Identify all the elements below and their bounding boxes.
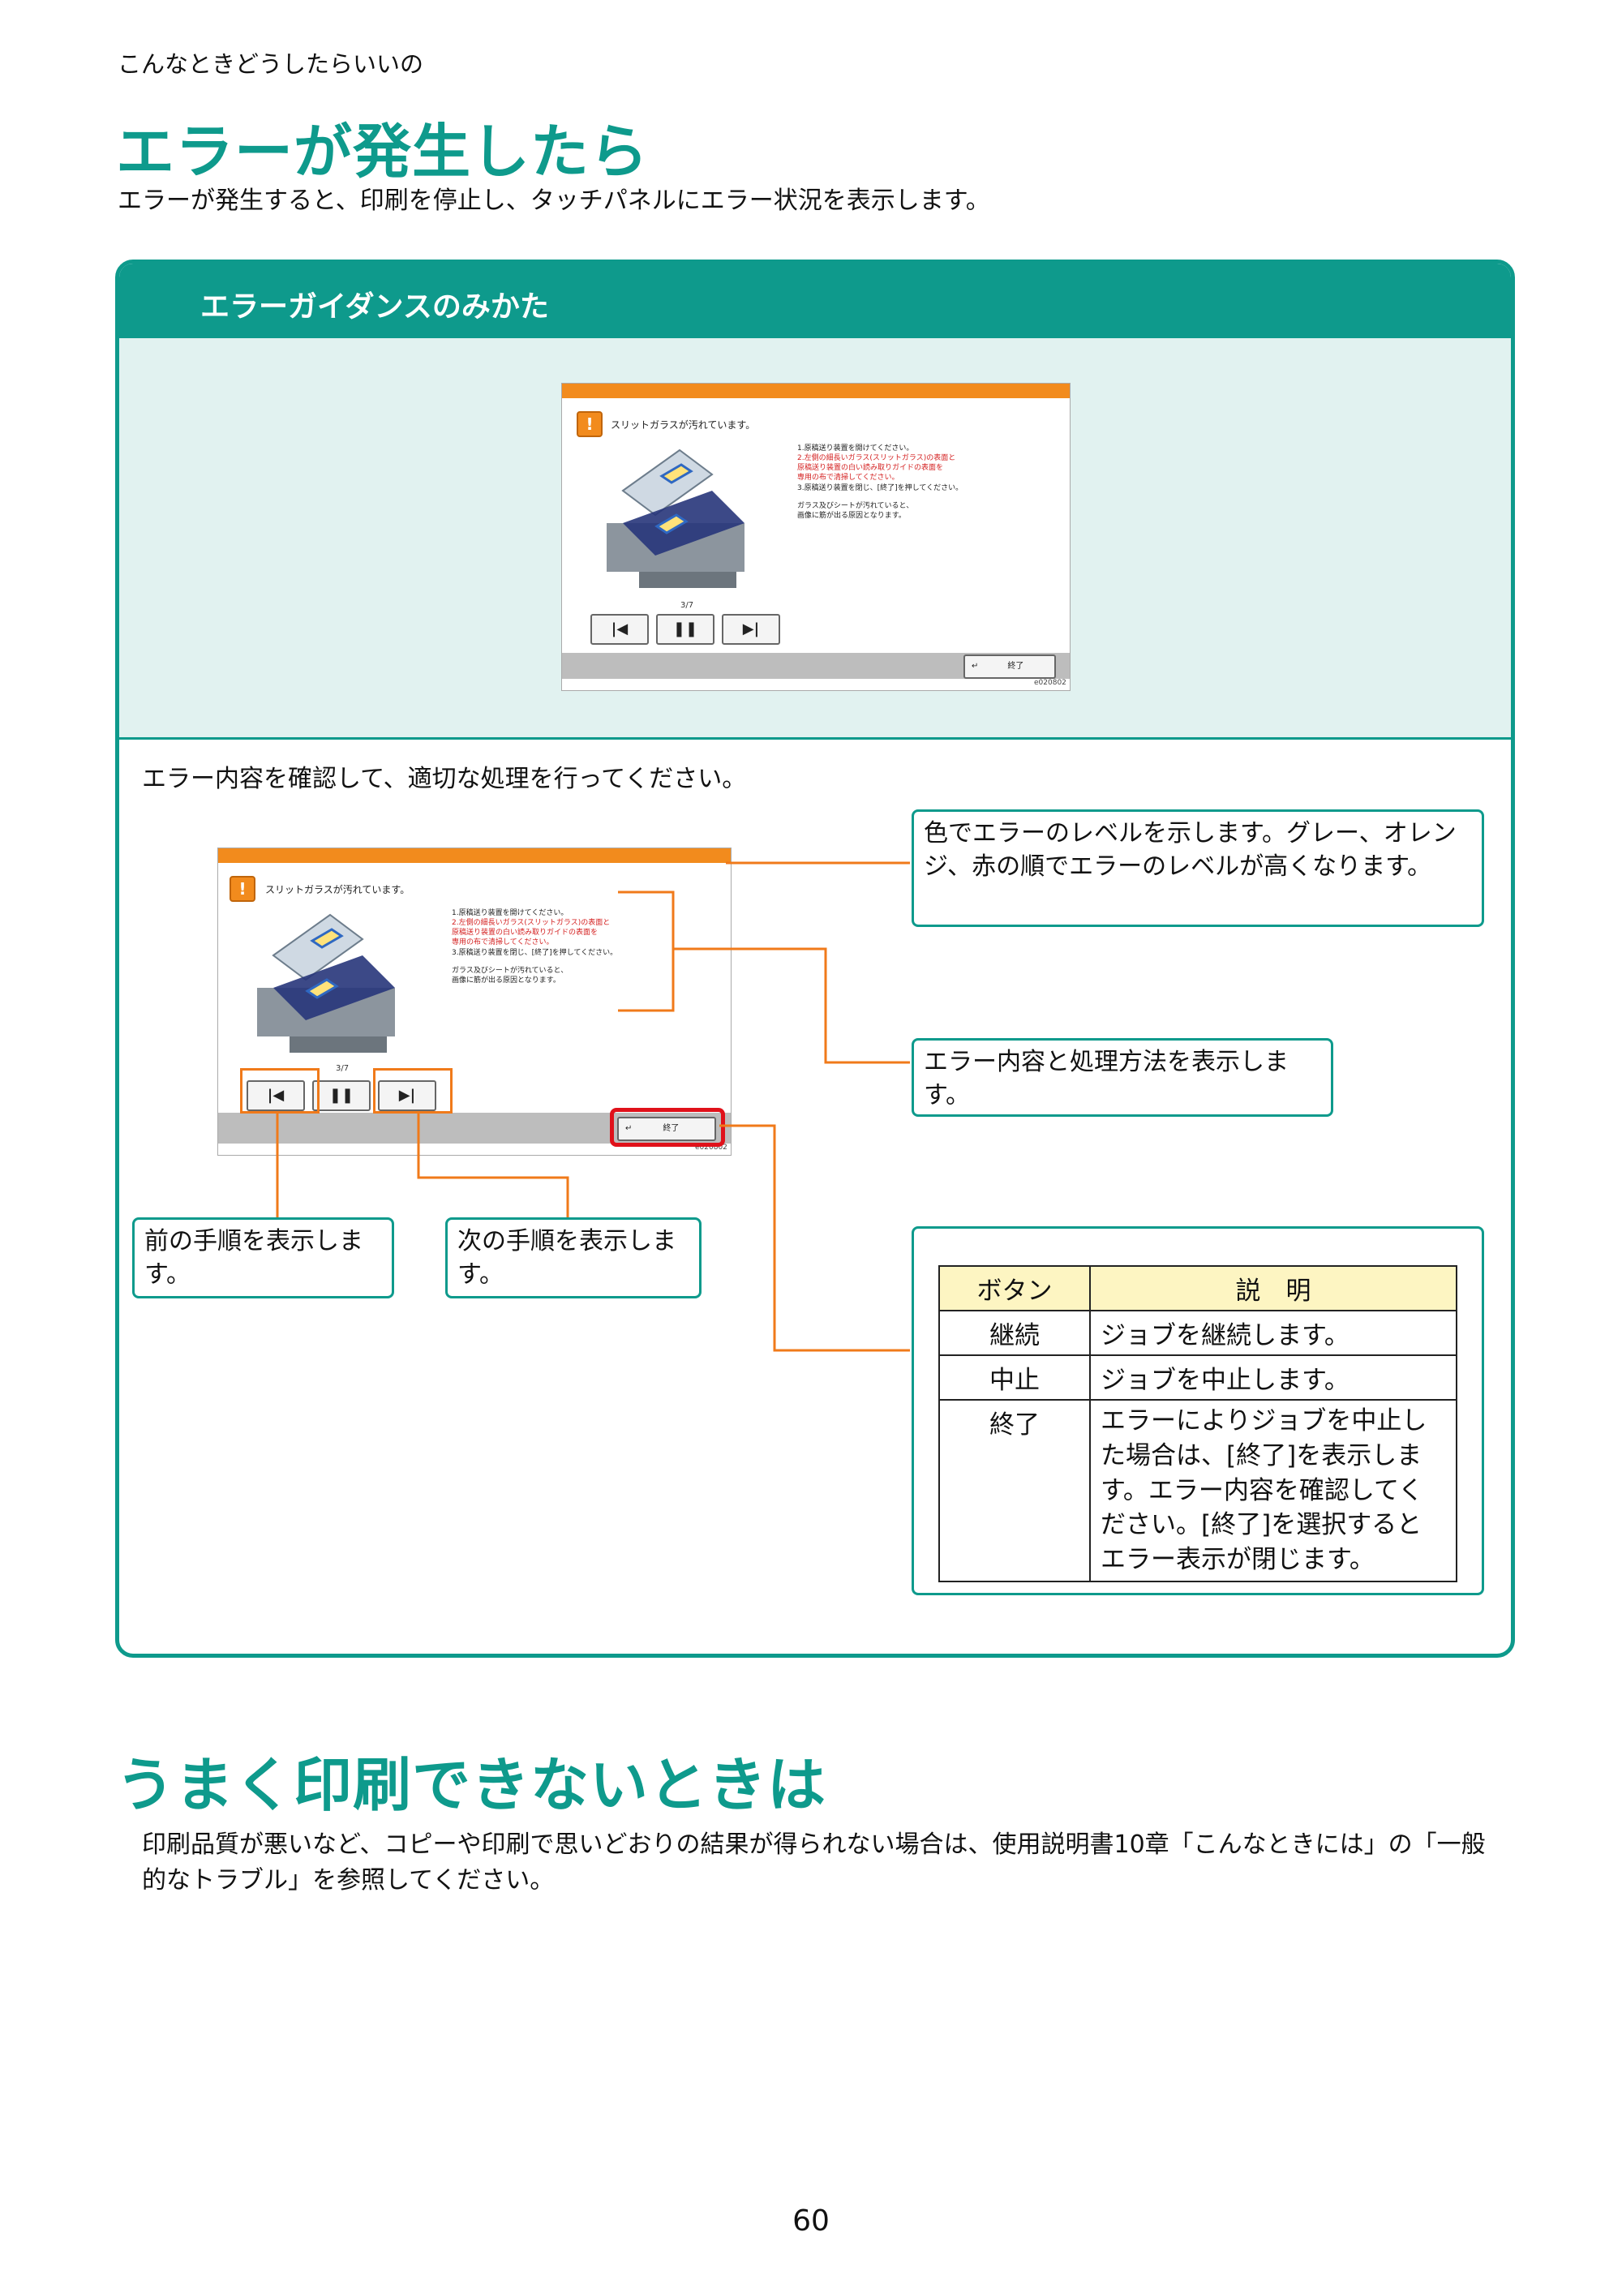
- error-message: スリットガラスが汚れています。: [611, 419, 756, 431]
- skip-forward-icon: ▶|: [742, 620, 760, 637]
- table-cell: 継続: [938, 1310, 1091, 1356]
- error-steps: 1.原稿送り装置を開けてください。 2.左側の細長いガラス(スリットガラス)の表…: [452, 909, 618, 985]
- highlight-end-button: [610, 1108, 725, 1147]
- screen-code: e020802: [695, 1144, 727, 1152]
- prev-step-button[interactable]: |◀: [247, 1080, 305, 1111]
- callout-error-level: 色でエラーのレベルを示します。グレー、オレンジ、赤の順でエラーのレベルが高くなり…: [912, 809, 1484, 927]
- button-description-table: ボタン 説 明 継続 ジョブを継続します。 中止 ジョブを中止します。 終了 エ…: [938, 1265, 1457, 1582]
- table-cell: ジョブを中止します。: [1089, 1354, 1457, 1401]
- end-button[interactable]: ↵終了: [963, 654, 1056, 679]
- pause-icon: ❚❚: [328, 1087, 354, 1104]
- panel-screenshot-annotated: ! スリットガラスが汚れています。 1.原稿送り装置を開けてください。 2.左側…: [217, 848, 732, 1156]
- callout-prev-step: 前の手順を表示します。: [132, 1217, 394, 1298]
- table-cell: 終了: [938, 1399, 1091, 1582]
- page-title: エラーが発生したら: [116, 118, 650, 186]
- panel-title: エラーガイダンスのみかた: [200, 290, 549, 324]
- next-step-button[interactable]: ▶|: [378, 1080, 436, 1111]
- error-level-bar: [218, 848, 731, 863]
- callout-connectors: [276, 861, 910, 1352]
- error-message: スリットガラスが汚れています。: [265, 884, 410, 895]
- panel-header: エラーガイダンスのみかた: [119, 264, 1511, 338]
- table-header-row: ボタン 説 明: [938, 1265, 1457, 1311]
- callout-error-content: エラー内容と処理方法を表示します。: [912, 1038, 1333, 1117]
- highlight-next-button: [373, 1068, 453, 1114]
- screen-code: e020802: [1034, 679, 1066, 687]
- end-button[interactable]: ↵終了: [617, 1117, 716, 1141]
- table-cell: エラーによりジョブを中止した場合は、[終了]を表示します。エラー内容を確認してく…: [1089, 1399, 1457, 1582]
- return-icon: ↵: [625, 1124, 633, 1133]
- guide-text: エラー内容を確認して、適切な処理を行ってください。: [142, 765, 747, 793]
- step-pager: 3/7: [336, 1064, 350, 1073]
- table-cell: ジョブを継続します。: [1089, 1310, 1457, 1356]
- skip-back-icon: |◀: [611, 620, 629, 637]
- step-pager: 3/7: [680, 601, 694, 610]
- skip-back-icon: |◀: [267, 1087, 285, 1104]
- section-title: うまく印刷できないときは: [116, 1751, 827, 1819]
- table-row: 継続 ジョブを継続します。: [938, 1310, 1457, 1356]
- breadcrumb: こんなときどうしたらいいの: [118, 50, 424, 78]
- table-header: ボタン: [938, 1265, 1091, 1311]
- pause-button[interactable]: ❚❚: [656, 614, 714, 645]
- error-steps: 1.原稿送り装置を開けてください。 2.左側の細長いガラス(スリットガラス)の表…: [797, 444, 963, 520]
- error-level-bar: [562, 384, 1070, 398]
- copier-illustration: [257, 913, 395, 1053]
- pause-button[interactable]: ❚❚: [312, 1080, 371, 1111]
- pause-icon: ❚❚: [672, 620, 698, 637]
- table-header: 説 明: [1089, 1265, 1457, 1311]
- table-cell: 中止: [938, 1354, 1091, 1401]
- warning-icon: !: [230, 876, 255, 902]
- copier-illustration: [607, 448, 744, 588]
- page-number: 60: [792, 2204, 830, 2238]
- panel-screenshot-top: ! スリットガラスが汚れています。 1.原稿送り装置を開けてください。 2.左側…: [561, 383, 1071, 691]
- callout-next-step: 次の手順を表示します。: [445, 1217, 702, 1298]
- warning-icon: !: [577, 411, 603, 437]
- return-icon: ↵: [972, 662, 979, 671]
- prev-step-button[interactable]: |◀: [590, 614, 649, 645]
- next-step-button[interactable]: ▶|: [722, 614, 780, 645]
- table-row: 中止 ジョブを中止します。: [938, 1354, 1457, 1401]
- highlight-prev-button: [240, 1068, 320, 1114]
- section-body: 印刷品質が悪いなど、コピーや印刷で思いどおりの結果が得られない場合は、使用説明書…: [142, 1830, 1486, 1895]
- intro-text: エラーが発生すると、印刷を停止し、タッチパネルにエラー状況を表示します。: [118, 187, 990, 215]
- table-row: 終了 エラーによりジョブを中止した場合は、[終了]を表示します。エラー内容を確認…: [938, 1399, 1457, 1582]
- skip-forward-icon: ▶|: [398, 1087, 416, 1104]
